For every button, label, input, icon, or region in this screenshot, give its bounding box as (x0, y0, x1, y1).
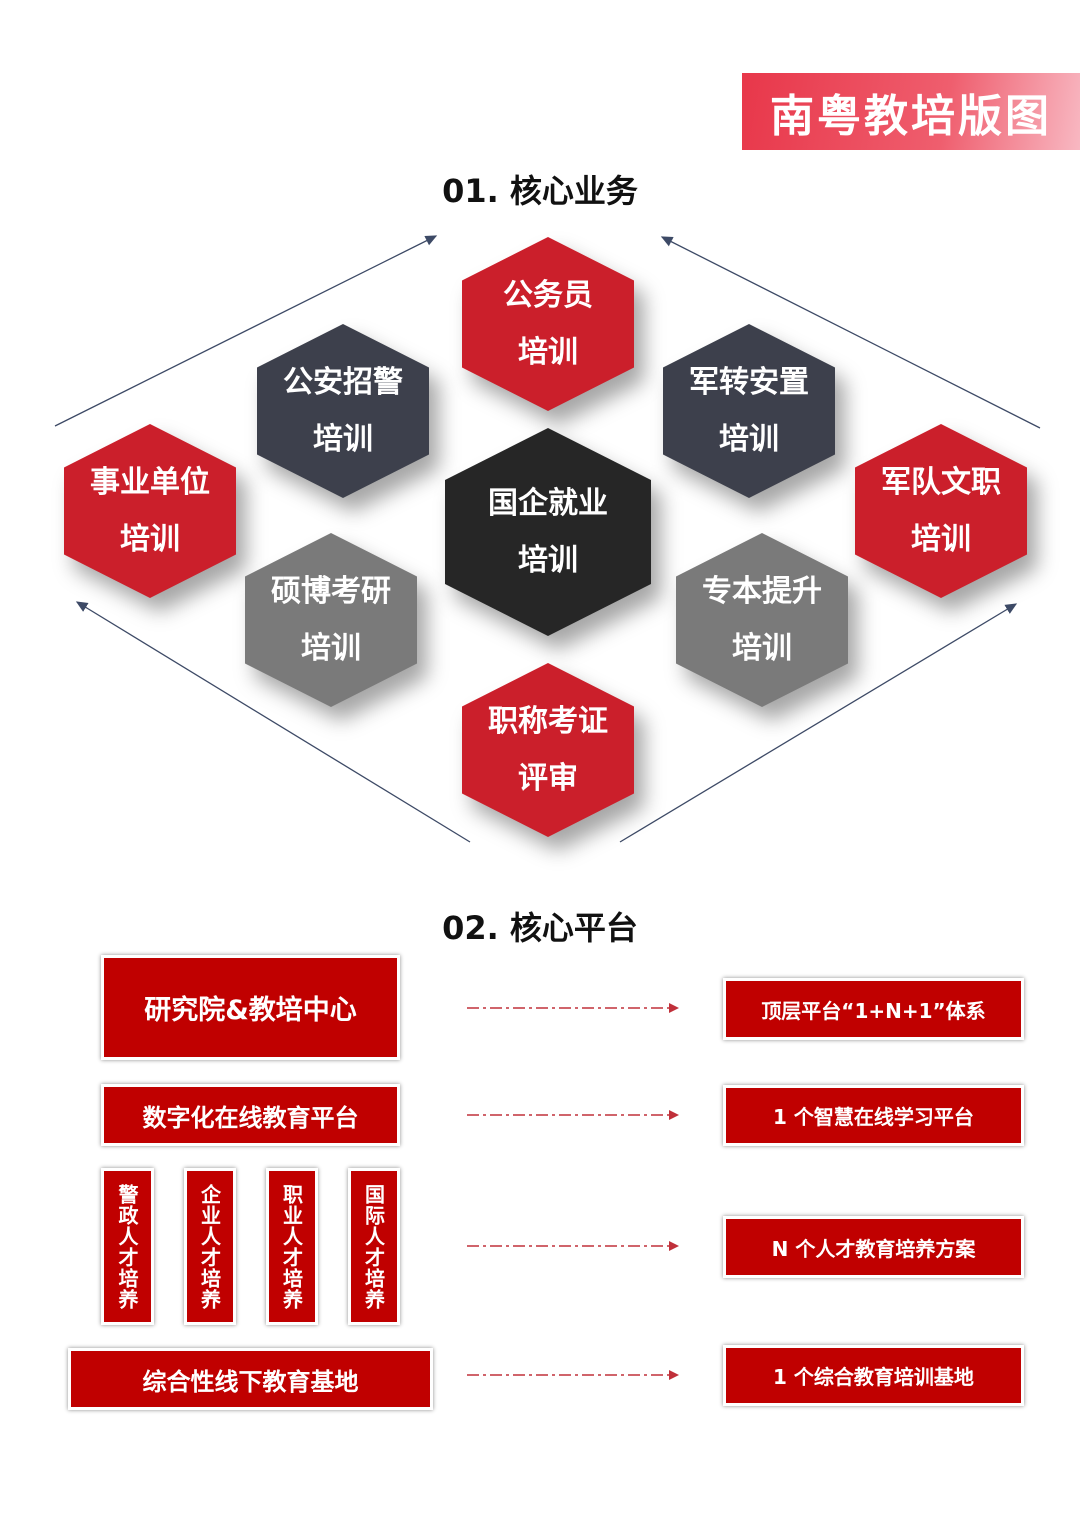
box-talent-police: 警政人才培养 (101, 1168, 154, 1325)
arrow-bottom-right (619, 603, 1018, 843)
hex-civil-servant: 公务员培训 (462, 237, 634, 411)
hex-military-civilian: 军队文职培训 (855, 424, 1027, 598)
box-online-learning: 1 个智慧在线学习平台 (723, 1085, 1024, 1146)
hex-label: 培训 (911, 522, 971, 557)
hex-label: 硕博考研 (271, 574, 391, 609)
hex-label: 培训 (301, 631, 361, 666)
dashed-arrow (467, 1110, 679, 1120)
section-title-core-platform: 02. 核心平台 (442, 909, 638, 947)
hex-label: 事业单位 (90, 465, 210, 500)
box-research-center: 研究院&教培中心 (101, 955, 400, 1060)
arrow-bottom-left (75, 601, 471, 843)
banner-title: 南粤教培版图 (742, 73, 1080, 150)
hex-military-transfer: 军转安置培训 (663, 324, 835, 498)
arrow-top-right (660, 236, 1041, 429)
dashed-arrow (467, 1370, 679, 1380)
hex-postgraduate: 硕博考研培训 (245, 533, 417, 707)
hex-title-certification: 职称考证评审 (462, 663, 634, 837)
hex-label: 军转安置 (689, 365, 809, 400)
hex-label: 公安招警 (283, 365, 403, 400)
hex-label: 职称考证 (488, 704, 608, 739)
box-offline-base: 综合性线下教育基地 (68, 1348, 433, 1410)
box-talent-plans: N 个人才教育培养方案 (723, 1216, 1024, 1278)
arrow-top-left (54, 235, 438, 427)
box-training-base: 1 个综合教育培训基地 (723, 1345, 1024, 1406)
diamond-arrows (54, 235, 1041, 843)
section-title-core-business: 01. 核心业务 (442, 172, 638, 210)
hex-label: 培训 (120, 522, 180, 557)
box-digital-platform: 数字化在线教育平台 (101, 1084, 400, 1146)
hex-label: 培训 (719, 422, 779, 457)
hex-label: 培训 (518, 335, 578, 370)
hex-public-institution: 事业单位培训 (64, 424, 236, 598)
hex-label: 培训 (732, 631, 792, 666)
hex-label: 评审 (518, 761, 578, 796)
hex-label: 专本提升 (702, 574, 822, 609)
hex-label: 公务员 (503, 278, 593, 313)
hex-label: 培训 (518, 543, 578, 578)
box-talent-vocational: 职业人才培养 (266, 1168, 318, 1325)
hex-label: 军队文职 (881, 465, 1001, 500)
hex-soe-employment: 国企就业培训 (445, 428, 651, 636)
dashed-arrow (467, 1241, 679, 1251)
dashed-arrow (467, 1003, 679, 1013)
hex-degree-upgrade: 专本提升培训 (676, 533, 848, 707)
box-top-system: 顶层平台“1+N+1”体系 (723, 978, 1024, 1040)
hex-police: 公安招警培训 (257, 324, 429, 498)
hex-label: 国企就业 (488, 486, 608, 521)
hex-label: 培训 (313, 422, 373, 457)
box-talent-international: 国际人才培养 (348, 1168, 400, 1325)
box-talent-enterprise: 企业人才培养 (184, 1168, 236, 1325)
